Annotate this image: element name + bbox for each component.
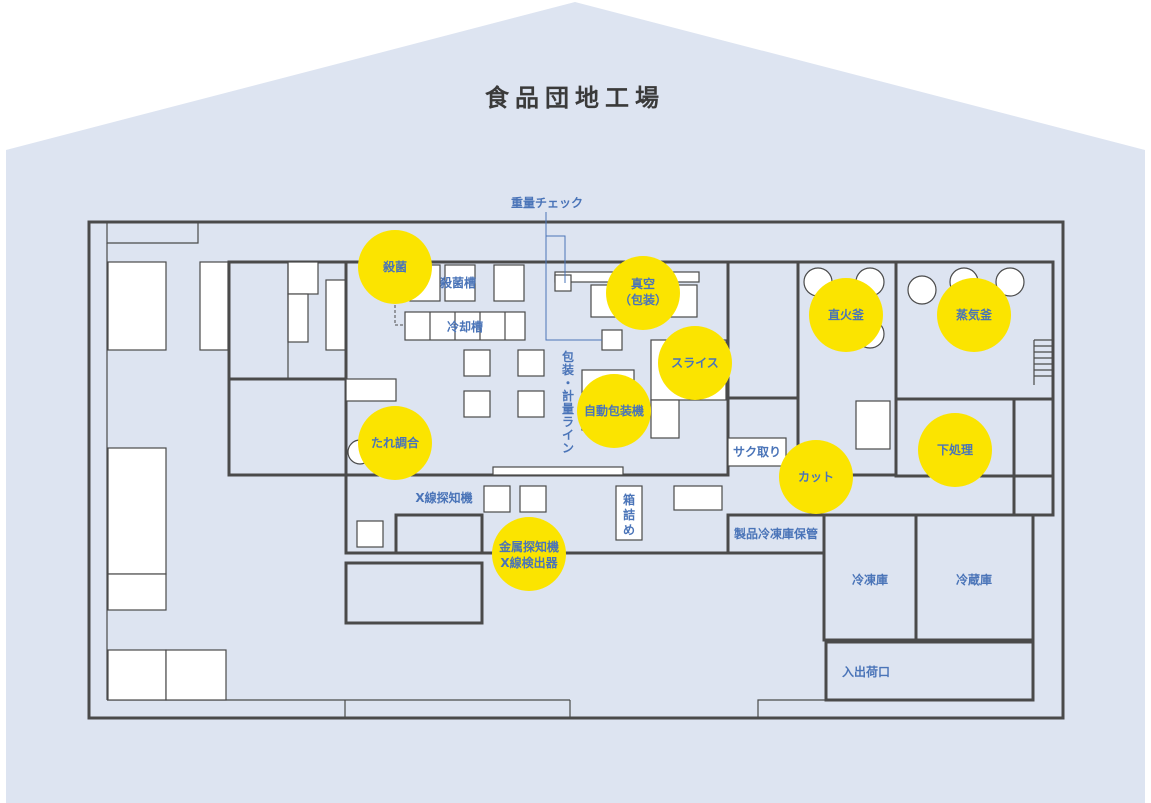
equipment (673, 485, 723, 511)
equipment (356, 520, 384, 548)
lower-storage-room (344, 561, 484, 625)
left-partition (106, 222, 199, 244)
kettle (995, 267, 1025, 297)
refrigerator-room (914, 513, 1035, 642)
marker-vacuum-pack: 真空 （包装） (606, 256, 680, 330)
marker-circle (358, 406, 432, 480)
xray-detector-label: X線探知機 (415, 490, 472, 505)
marker-circle (937, 278, 1011, 352)
packing-line-char: ・ (562, 376, 574, 390)
packing-line-char: イ (562, 428, 574, 442)
marker-circle (918, 413, 992, 487)
marker-text: たれ調合 (371, 435, 420, 450)
marker-circle (779, 440, 853, 514)
packing-line-char: 量 (562, 402, 574, 416)
packing-line-char: ラ (562, 415, 574, 429)
marker-prep: 下処理 (918, 413, 992, 487)
weight-check-leader (546, 235, 566, 283)
marker-metal-xray: 金属探知機 X線検出器 (492, 517, 566, 591)
packing-line-char: 包 (561, 349, 574, 364)
marker-text: 直火釜 (828, 307, 865, 322)
marker-text: カット (798, 470, 834, 484)
packing-line-char: 計 (562, 388, 574, 403)
page-title: 食品団地工場 (485, 84, 665, 112)
marker-text: 真空 (631, 276, 655, 291)
storage-block (107, 649, 167, 701)
table (517, 349, 545, 377)
xray-room (394, 513, 484, 555)
packing-line-label: 包 装 ・ 計 量 ラ イ ン (561, 349, 574, 455)
marker-text: 蒸気釜 (956, 307, 993, 322)
marker-sterilize: 殺菌 (358, 230, 432, 304)
metal-detector (519, 485, 547, 513)
equipment (493, 264, 525, 302)
conveyor (492, 466, 624, 476)
storage-block (199, 261, 229, 351)
weight-check-station (554, 274, 572, 292)
boxing-char: 詰 (623, 507, 635, 522)
marker-circle (492, 517, 566, 591)
weight-check-leader (545, 212, 602, 341)
boxing-label: 箱 詰 め (623, 492, 635, 537)
boxing-char: め (623, 523, 635, 537)
xray-machine (483, 485, 511, 513)
dashed-line (394, 305, 405, 326)
marker-text: 金属探知機 (498, 539, 559, 554)
saku-cut-box (727, 437, 787, 467)
locker (325, 279, 347, 351)
refrigerator-label: 冷蔵庫 (956, 572, 992, 587)
marker-circle (358, 230, 432, 304)
marker-text: スライス (671, 356, 719, 370)
sterilizing-tank-label: 殺菌槽 (439, 275, 476, 290)
table (463, 349, 491, 377)
loading-room (824, 640, 1035, 702)
locker (287, 293, 309, 343)
weigher (601, 329, 623, 351)
kettle (907, 275, 937, 305)
marker-text: 下処理 (937, 442, 973, 457)
packing-line-char: 装 (561, 362, 574, 377)
marker-cut: カット (779, 440, 853, 514)
marker-text: 殺菌 (382, 259, 407, 274)
boxing-box (615, 485, 643, 541)
marker-auto-packer: 自動包装機 (577, 374, 651, 448)
packing-line-char: ン (562, 441, 574, 455)
equipment (855, 400, 891, 450)
storage-block (165, 649, 227, 701)
marker-steam-kettle: 蒸気釜 (937, 278, 1011, 352)
marker-circle (809, 278, 883, 352)
equipment (650, 399, 680, 439)
equipment (444, 264, 476, 302)
stairs (1033, 339, 1053, 385)
weight-check-label: 重量チェック (511, 195, 583, 210)
storage-block (107, 573, 167, 611)
outer-wall (87, 220, 1065, 720)
cooling-tank-label: 冷却槽 (447, 319, 483, 334)
marker-slice: スライス (658, 326, 732, 400)
marker-circle (606, 256, 680, 330)
marker-text: X線検出器 (500, 555, 558, 570)
house-background (6, 2, 1145, 803)
product-freezer-storage-label: 製品冷凍庫保管 (733, 526, 818, 541)
marker-text: 自動包装機 (584, 403, 644, 418)
marker-circle (577, 374, 651, 448)
locker (287, 261, 319, 295)
storage-block (107, 447, 167, 575)
bottom-right-door (757, 699, 826, 718)
doorway-block (345, 378, 397, 402)
storage-block (107, 261, 167, 351)
marker-text: （包装） (619, 292, 667, 307)
table (463, 390, 491, 418)
saku-cut-label: サク取り (733, 445, 781, 459)
freezer-label: 冷凍庫 (852, 572, 888, 587)
boxing-char: 箱 (623, 492, 635, 507)
marker-sauce-mix: たれ調合 (358, 406, 432, 480)
loading-entrance-label: 入出荷口 (842, 664, 890, 679)
table (517, 390, 545, 418)
marker-circle (658, 326, 732, 400)
marker-direct-fire-kettle: 直火釜 (809, 278, 883, 352)
